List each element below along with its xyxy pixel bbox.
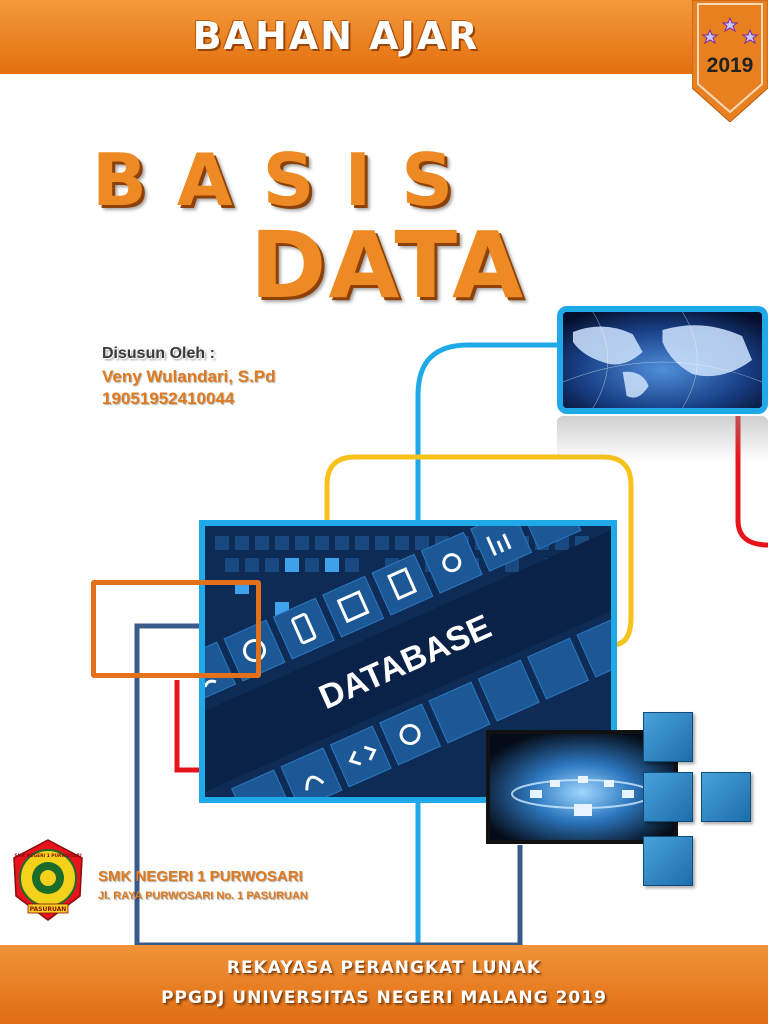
top-banner bbox=[0, 0, 768, 74]
globe-image bbox=[557, 306, 768, 414]
title-line-1: BASIS bbox=[92, 138, 484, 222]
star-icon bbox=[701, 16, 759, 45]
decor-tile bbox=[643, 772, 693, 822]
author-name: Veny Wulandari, S.Pd bbox=[102, 367, 276, 386]
header-title: BAHAN AJAR bbox=[192, 14, 480, 58]
title-line-2: DATA bbox=[250, 212, 526, 319]
logo-text-top: SMK NEGERI 1 PURWOSARI bbox=[14, 853, 82, 859]
camera-icon bbox=[442, 553, 462, 573]
footer-program: REKAYASA PERANGKAT LUNAK bbox=[226, 958, 542, 978]
school-name: SMK NEGERI 1 PURWOSARI bbox=[98, 868, 303, 885]
year-label: 2019 bbox=[706, 54, 754, 77]
database-image: DATABASE bbox=[199, 520, 617, 803]
floppy-icon bbox=[336, 590, 370, 624]
blue-connector-line bbox=[415, 342, 560, 945]
chart-icon bbox=[486, 533, 512, 556]
school-logo: SMK NEGERI 1 PURWOSARI PASURUAN bbox=[8, 838, 88, 922]
globe-reflection bbox=[557, 416, 768, 462]
document-icon bbox=[386, 567, 418, 601]
decor-tile bbox=[643, 836, 693, 886]
author-block: Disusun Oleh : Veny Wulandari, S.Pd 1905… bbox=[102, 345, 276, 409]
red-connector-line-right bbox=[735, 416, 768, 548]
school-address: Jl. RAYA PURWOSARI No. 1 PASURUAN bbox=[98, 890, 308, 902]
bottom-banner bbox=[0, 945, 768, 1024]
globe-icon bbox=[572, 325, 753, 398]
author-id: 19051952410044 bbox=[102, 389, 235, 408]
year-ribbon bbox=[691, 0, 768, 123]
phone-icon bbox=[291, 612, 317, 645]
fingerprint-icon bbox=[305, 775, 325, 791]
decor-tile bbox=[643, 712, 693, 762]
yellow-connector-line bbox=[324, 454, 634, 648]
logo-text-bottom: PASURUAN bbox=[30, 906, 67, 913]
red-connector-line-left bbox=[174, 680, 202, 773]
code-icon bbox=[348, 745, 377, 766]
author-label: Disusun Oleh : bbox=[102, 345, 215, 362]
decor-tile bbox=[701, 772, 751, 822]
orange-accent-frame bbox=[91, 580, 261, 678]
footer-institution: PPGDJ UNIVERSITAS NEGERI MALANG 2019 bbox=[161, 988, 607, 1008]
gear-icon bbox=[399, 724, 421, 746]
